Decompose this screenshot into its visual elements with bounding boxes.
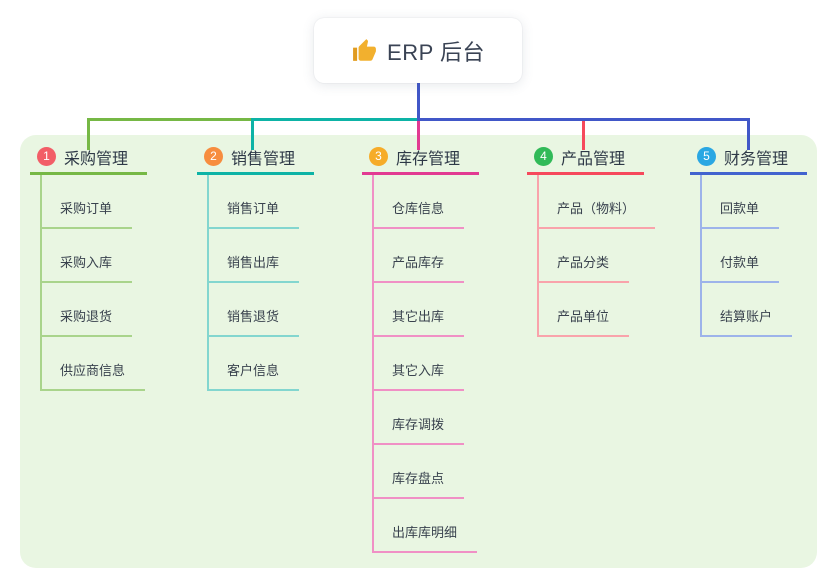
root-node[interactable]: ERP 后台 — [314, 18, 522, 83]
child-node[interactable]: 客户信息 — [209, 337, 314, 391]
child-node[interactable]: 采购入库 — [42, 229, 147, 283]
badge-3: 3 — [369, 147, 388, 166]
connector-drop-purchase — [87, 118, 90, 150]
child-node[interactable]: 库存盘点 — [374, 445, 479, 499]
badge-4: 4 — [534, 147, 553, 166]
branch-children: 销售订单 销售出库 销售退货 客户信息 — [207, 175, 314, 391]
child-label: 结算账户 — [702, 306, 793, 337]
child-node[interactable]: 结算账户 — [702, 283, 807, 337]
child-label: 库存调拨 — [374, 414, 465, 445]
child-node[interactable]: 回款单 — [702, 175, 807, 229]
branch-sales: 2 销售管理 销售订单 销售出库 销售退货 客户信息 — [197, 145, 314, 391]
child-label: 产品单位 — [539, 306, 630, 337]
child-node[interactable]: 其它入库 — [374, 337, 479, 391]
branch-label: 财务管理 — [724, 150, 789, 168]
branch-label: 采购管理 — [64, 150, 129, 168]
connector-root — [417, 83, 420, 121]
child-node[interactable]: 仓库信息 — [374, 175, 479, 229]
connector-drop-product — [582, 121, 585, 150]
branch-product: 4 产品管理 产品（物料） 产品分类 产品单位 — [527, 145, 656, 337]
branch-label: 销售管理 — [231, 150, 296, 168]
thumbs-up-icon — [353, 38, 376, 61]
child-label: 供应商信息 — [42, 360, 146, 391]
connector-drop-finance — [747, 118, 750, 150]
branch-title-sales[interactable]: 2 销售管理 — [197, 145, 314, 175]
child-label: 销售出库 — [209, 252, 300, 283]
branch-children: 采购订单 采购入库 采购退货 供应商信息 — [40, 175, 147, 391]
branch-children: 产品（物料） 产品分类 产品单位 — [537, 175, 656, 337]
child-node[interactable]: 采购订单 — [42, 175, 147, 229]
child-node[interactable]: 产品分类 — [539, 229, 655, 283]
child-label: 产品分类 — [539, 252, 630, 283]
child-node[interactable]: 销售订单 — [209, 175, 314, 229]
branch-label: 产品管理 — [561, 150, 626, 168]
child-node[interactable]: 供应商信息 — [42, 337, 147, 391]
child-label: 回款单 — [702, 198, 780, 229]
child-node[interactable]: 付款单 — [702, 229, 807, 283]
connector-bus-segment-2 — [251, 118, 420, 121]
child-label: 销售订单 — [209, 198, 300, 229]
child-node[interactable]: 采购退货 — [42, 283, 147, 337]
connector-bus-segment-3 — [417, 118, 750, 121]
child-label: 产品（物料） — [539, 198, 656, 229]
branch-finance: 5 财务管理 回款单 付款单 结算账户 — [690, 145, 807, 337]
child-node[interactable]: 产品库存 — [374, 229, 479, 283]
badge-2: 2 — [204, 147, 223, 166]
child-label: 采购退货 — [42, 306, 133, 337]
branch-inventory: 3 库存管理 仓库信息 产品库存 其它出库 其它入库 库存调拨 库存盘点 出库库… — [362, 145, 479, 553]
child-label: 销售退货 — [209, 306, 300, 337]
branch-children: 仓库信息 产品库存 其它出库 其它入库 库存调拨 库存盘点 出库库明细 — [372, 175, 479, 553]
branch-purchase: 1 采购管理 采购订单 采购入库 采购退货 供应商信息 — [30, 145, 147, 391]
child-node[interactable]: 其它出库 — [374, 283, 479, 337]
branch-label: 库存管理 — [396, 150, 461, 168]
badge-1: 1 — [37, 147, 56, 166]
child-node[interactable]: 产品（物料） — [539, 175, 656, 229]
child-label: 采购入库 — [42, 252, 133, 283]
child-node[interactable]: 销售退货 — [209, 283, 314, 337]
child-label: 其它入库 — [374, 360, 465, 391]
child-label: 出库库明细 — [374, 522, 478, 553]
child-label: 库存盘点 — [374, 468, 465, 499]
child-label: 产品库存 — [374, 252, 465, 283]
child-node[interactable]: 库存调拨 — [374, 391, 479, 445]
connector-drop-sales — [251, 118, 254, 150]
canvas-panel — [20, 135, 817, 568]
child-label: 其它出库 — [374, 306, 465, 337]
child-node[interactable]: 出库库明细 — [374, 499, 479, 553]
branch-title-purchase[interactable]: 1 采购管理 — [30, 145, 147, 175]
child-label: 仓库信息 — [374, 198, 465, 229]
child-label: 付款单 — [702, 252, 780, 283]
badge-5: 5 — [697, 147, 716, 166]
connector-drop-inventory — [417, 121, 420, 150]
child-node[interactable]: 产品单位 — [539, 283, 655, 337]
root-label: ERP 后台 — [387, 39, 485, 65]
branch-title-inventory[interactable]: 3 库存管理 — [362, 145, 479, 175]
child-label: 采购订单 — [42, 198, 133, 229]
child-node[interactable]: 销售出库 — [209, 229, 314, 283]
connector-bus-segment-1 — [87, 118, 254, 121]
child-label: 客户信息 — [209, 360, 300, 391]
branch-title-finance[interactable]: 5 财务管理 — [690, 145, 807, 175]
branch-title-product[interactable]: 4 产品管理 — [527, 145, 644, 175]
branch-children: 回款单 付款单 结算账户 — [700, 175, 807, 337]
